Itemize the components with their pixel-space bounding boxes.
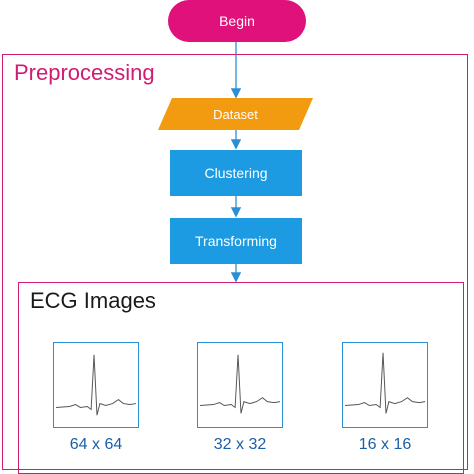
dataset-node: Dataset xyxy=(158,98,313,130)
size-label-16: 16 x 16 xyxy=(358,436,412,453)
ecg-waveform-icon xyxy=(344,352,426,414)
ecg-thumbnail-16 xyxy=(342,342,428,428)
size-label-32: 32 x 32 xyxy=(213,436,267,453)
transforming-node: Transforming xyxy=(170,218,302,264)
ecg-waveform-icon xyxy=(199,354,281,414)
ecg-images-title: ECG Images xyxy=(30,288,156,313)
ecg-thumbnail-64 xyxy=(53,342,139,428)
ecg-thumbnail-32 xyxy=(197,342,283,428)
preprocessing-group xyxy=(2,54,468,470)
begin-node: Begin xyxy=(168,0,306,42)
dataset-label: Dataset xyxy=(213,106,258,122)
transforming-label: Transforming xyxy=(195,233,277,249)
begin-label: Begin xyxy=(219,13,255,29)
ecg-waveform-icon xyxy=(55,354,137,416)
dataset-parallelogram xyxy=(158,98,313,130)
clustering-node: Clustering xyxy=(170,150,302,196)
preprocessing-title: Preprocessing xyxy=(14,60,155,85)
clustering-label: Clustering xyxy=(204,165,268,181)
size-label-64: 64 x 64 xyxy=(69,436,123,453)
